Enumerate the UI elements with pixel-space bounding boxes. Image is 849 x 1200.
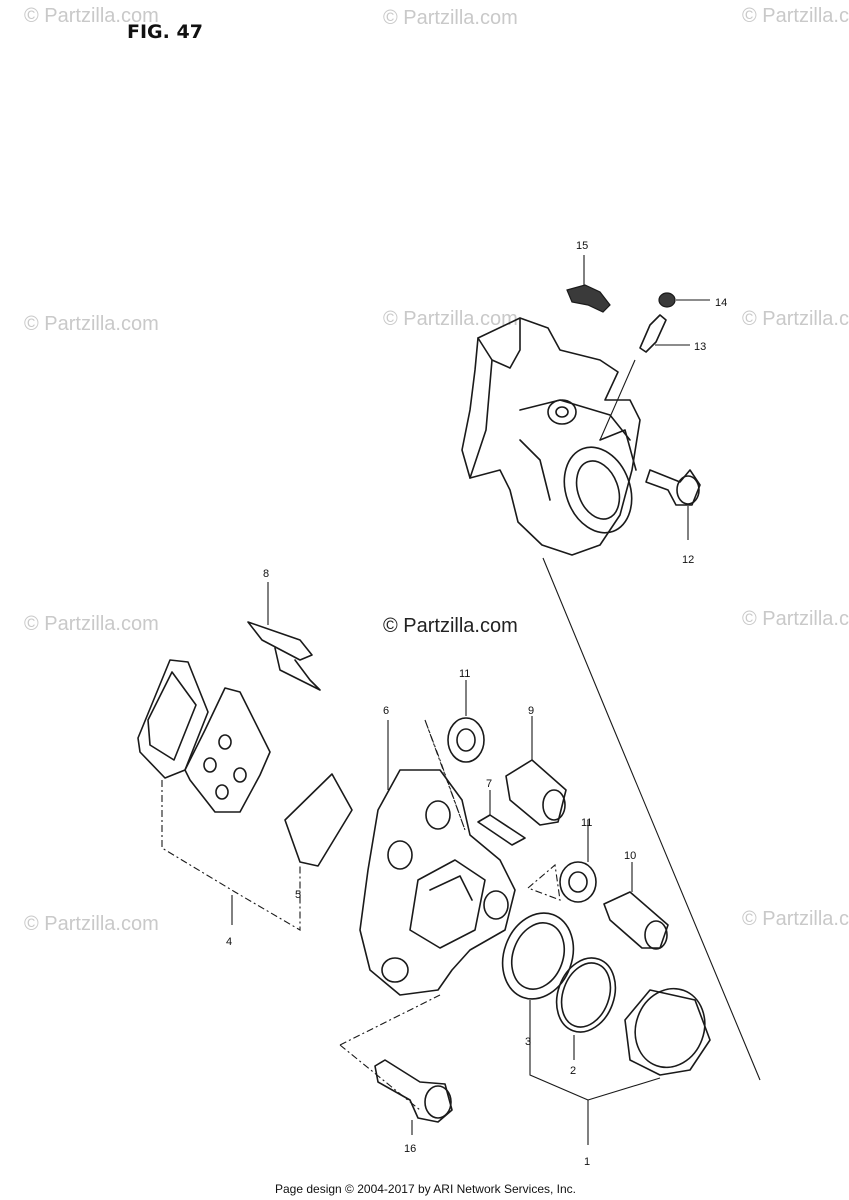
pin-clip-drawing [477, 790, 526, 846]
callout-15: 15 [576, 240, 588, 252]
callout-16: 16 [404, 1143, 416, 1155]
footer-copyright: Page design © 2004-2017 by ARI Network S… [275, 1182, 576, 1196]
watermark: © Partzilla.com [742, 308, 849, 330]
bolt-12-drawing [645, 469, 701, 540]
callout-14: 14 [715, 297, 727, 309]
watermark: © Partzilla.com [742, 5, 849, 27]
watermark-group: © Partzilla.com © Partzilla.com © Partzi… [24, 5, 849, 935]
watermark: © Partzilla.com [383, 308, 518, 330]
brake-pads-drawing [137, 659, 271, 813]
callout-9: 9 [528, 705, 534, 717]
watermark: © Partzilla.com [24, 5, 159, 27]
watermark-main: © Partzilla.com [383, 615, 518, 637]
callout-1: 1 [584, 1156, 590, 1168]
watermark: © Partzilla.com [742, 608, 849, 630]
callout-8: 8 [263, 568, 269, 580]
leader-line [587, 1077, 661, 1101]
pad-spring-drawing [247, 582, 321, 691]
callout-group: 1 2 3 4 5 6 7 8 9 10 11 11 12 13 14 15 1… [226, 240, 727, 1168]
piston-seal-drawing [501, 912, 711, 1076]
callout-12: 12 [682, 554, 694, 566]
callout-11-lower: 11 [581, 817, 592, 829]
callout-7: 7 [486, 778, 492, 790]
pad-shim-drawing [284, 773, 353, 867]
leader-line [161, 780, 301, 931]
bleeder-parts-drawing [566, 284, 676, 441]
caliper-holder-drawing [461, 317, 641, 556]
leader-line [542, 557, 761, 1081]
watermark: © Partzilla.com [383, 7, 518, 29]
callout-11-upper: 11 [459, 668, 470, 680]
caliper-body-drawing [359, 720, 516, 996]
boot-and-pin-drawing [424, 680, 567, 831]
watermark: © Partzilla.com [24, 913, 159, 935]
callout-2: 2 [570, 1065, 576, 1077]
boot-and-pin-lower-drawing [526, 820, 669, 950]
callout-10: 10 [624, 850, 636, 862]
leader-line [529, 1000, 589, 1145]
callout-6: 6 [383, 705, 389, 717]
watermark: © Partzilla.com [24, 313, 159, 335]
watermark: © Partzilla.com [24, 613, 159, 635]
callout-3: 3 [525, 1036, 531, 1048]
figure-title: FIG. 47 [127, 21, 203, 43]
bolt-16-drawing [339, 994, 453, 1135]
callout-4: 4 [226, 936, 232, 948]
callout-13: 13 [694, 341, 706, 353]
callout-5: 5 [295, 889, 301, 901]
watermark: © Partzilla.com [742, 908, 849, 930]
